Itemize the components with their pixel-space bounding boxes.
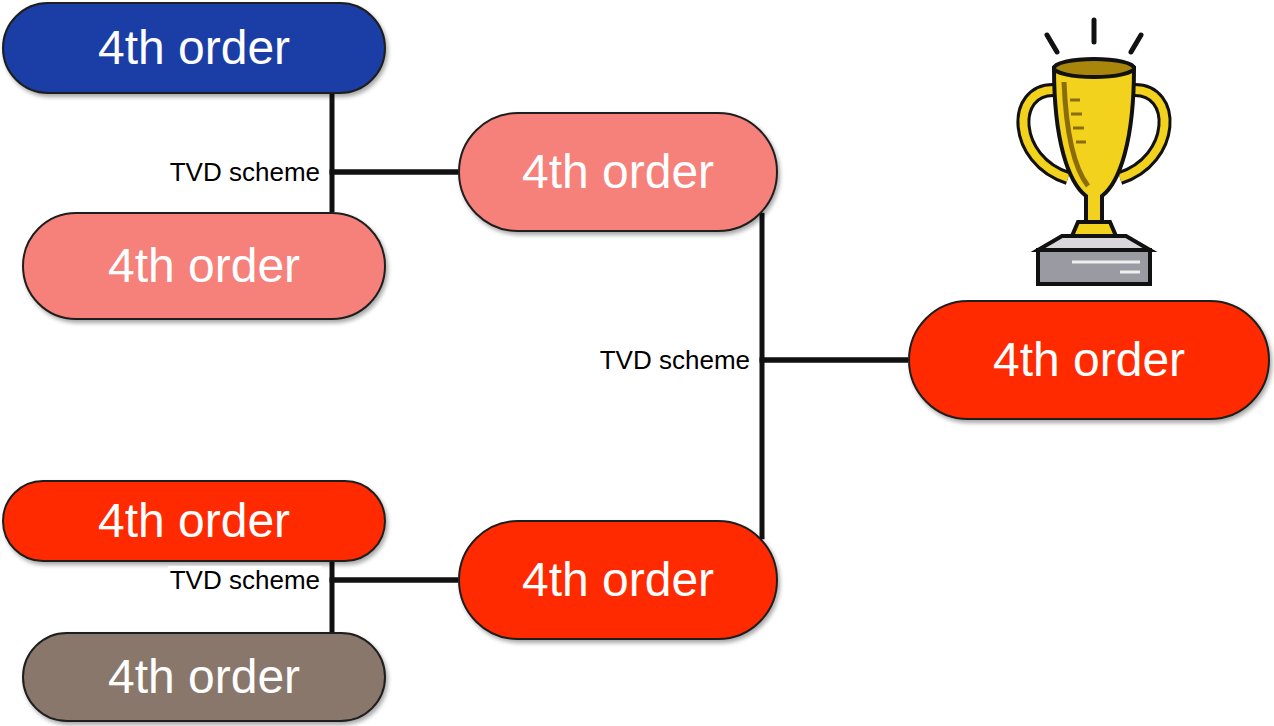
- process-pill: 4th order: [22, 212, 386, 320]
- bracket-connector: [332, 172, 458, 212]
- node-label: 4th order: [108, 240, 300, 293]
- process-pill: 4th order: [908, 300, 1270, 420]
- process-pill: 4th order: [458, 112, 778, 232]
- trophy-icon: [1023, 20, 1164, 284]
- node-label: 4th order: [108, 651, 300, 704]
- node-label: 4th order: [522, 554, 714, 607]
- process-pill: 4th order: [2, 480, 386, 562]
- node-label: 4th order: [993, 334, 1185, 387]
- bracket-connector: [332, 94, 458, 172]
- process-pill: 4th order: [458, 520, 778, 640]
- bracket-connector: [332, 562, 458, 580]
- node-label: 4th order: [98, 495, 290, 548]
- process-pill: 4th order: [2, 2, 386, 94]
- edge-label: TVD scheme: [168, 566, 322, 595]
- process-pill: 4th order: [22, 632, 386, 722]
- bracket-connector: [332, 580, 458, 632]
- bracket-connector: [762, 213, 908, 360]
- edge-label: TVD scheme: [168, 158, 322, 187]
- bracket-connector: [762, 360, 908, 539]
- node-label: 4th order: [98, 22, 290, 75]
- node-label: 4th order: [522, 146, 714, 199]
- edge-label: TVD scheme: [598, 346, 752, 375]
